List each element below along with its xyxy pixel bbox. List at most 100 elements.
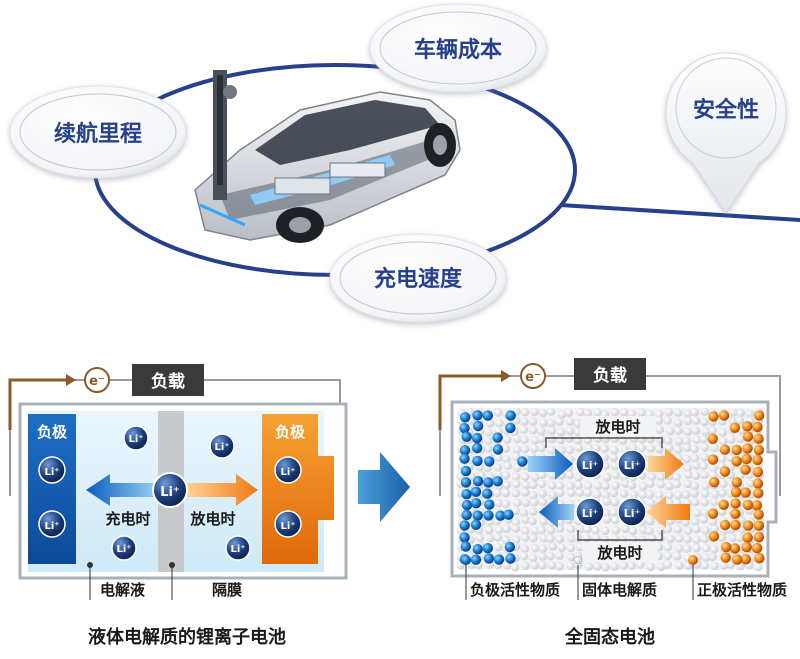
cathode-particle — [742, 431, 754, 442]
solid-battery: e⁻ 负载 放电时 放电时 Li⁺ Li⁺ Li⁺ Li⁺ 负极活性物质 固体电… — [438, 358, 787, 648]
electrolyte-particle — [537, 525, 546, 535]
electrolyte-particle — [611, 526, 621, 535]
cathode-particle — [730, 487, 742, 498]
electrolyte-particle — [646, 479, 655, 488]
electrolyte-particle — [683, 479, 693, 489]
electrolyte-particle — [683, 526, 693, 535]
electrolyte-particle — [512, 535, 521, 544]
electrolyte-particle — [657, 526, 666, 535]
electrolyte-particle — [558, 410, 567, 419]
cathode-particle — [754, 410, 765, 421]
electrolyte-particle — [537, 427, 546, 436]
electrolyte-particle — [675, 534, 684, 543]
electrolyte-particle — [511, 507, 521, 516]
electrolyte-particle — [529, 533, 538, 543]
cathode-particle — [708, 411, 719, 422]
electrolyte-particle — [519, 508, 528, 518]
electrolyte-particle — [547, 419, 556, 428]
anode-particle — [459, 423, 470, 434]
anode-particle — [472, 510, 483, 521]
electrolyte-particle — [708, 426, 717, 435]
electrolyte-particle — [675, 561, 684, 570]
electrolyte-particle — [511, 472, 521, 481]
solid-electron-arrowhead — [501, 370, 511, 382]
cathode-particle — [742, 421, 753, 432]
electrolyte-particle — [594, 434, 603, 443]
anode-particle — [482, 410, 493, 421]
electrolyte-particle — [582, 533, 592, 543]
electrolyte-particle — [627, 409, 637, 418]
electrolyte-particle — [521, 561, 530, 570]
cathode-particle — [753, 488, 764, 499]
electrolyte-particle — [691, 416, 701, 425]
anode-particle — [472, 544, 483, 555]
electrolyte-particle — [557, 543, 566, 552]
li-ion: Li⁺ — [575, 449, 605, 479]
electrolyte-particle — [565, 445, 574, 455]
electrolyte-particle — [690, 489, 699, 498]
electrolyte-particle — [546, 534, 555, 543]
electrolyte-particle — [594, 481, 603, 490]
cathode-particle — [741, 453, 752, 465]
electrolyte-particle — [619, 408, 629, 417]
electrolyte-particle — [656, 534, 665, 543]
anode-particle — [472, 476, 484, 487]
electrolyte-particle — [673, 418, 683, 428]
electrolyte-particle — [692, 525, 701, 534]
electrolyte-particle — [736, 408, 745, 418]
electrolyte-particle — [690, 444, 699, 454]
li-ion: Li⁺ — [617, 497, 647, 527]
electrolyte-particle — [728, 533, 738, 543]
electrolyte-particle — [675, 437, 684, 446]
electrolyte-particle — [674, 408, 683, 417]
cathode-particle — [752, 478, 764, 489]
li-ion-center: Li⁺ — [152, 472, 188, 508]
electrolyte-particle — [556, 428, 566, 437]
anode-particle — [505, 410, 516, 421]
svg-text:Li⁺: Li⁺ — [230, 544, 245, 555]
bubble-range-label: 续航里程 — [54, 121, 142, 147]
electrolyte-particle — [754, 563, 763, 572]
electrolyte-particle — [538, 544, 548, 553]
electrolyte-particle — [520, 408, 530, 417]
cathode-particle — [731, 456, 742, 467]
svg-text:Li⁺: Li⁺ — [128, 434, 143, 445]
electrolyte-particle — [675, 544, 684, 553]
electrolyte-particle — [512, 479, 521, 489]
electrolyte-particle — [665, 491, 674, 500]
liquid-electron-arrowhead — [66, 374, 76, 386]
electrolyte-particle — [573, 419, 582, 428]
electrolyte-particle — [531, 436, 540, 445]
electrolyte-particle — [529, 507, 538, 516]
electrolyte-particle — [684, 470, 693, 479]
electrolyte-particle — [691, 517, 700, 526]
liquid-ion-group: Li⁺ Li⁺ Li⁺ Li⁺ Li⁺ Li⁺ Li⁺ Li⁺ Li⁺ — [38, 425, 302, 561]
electrolyte-particle — [656, 562, 666, 572]
anode-particle — [470, 486, 482, 497]
electrolyte-particle — [609, 508, 618, 517]
electrolyte-particle — [501, 444, 511, 453]
electrolyte-particle — [672, 479, 681, 489]
electrolyte-particle — [486, 534, 495, 543]
anode-particle — [505, 553, 516, 564]
electrolyte-particle — [699, 461, 708, 471]
electrolyte-particle — [729, 408, 738, 417]
li-ion: Li⁺ — [38, 510, 66, 538]
li-ion: Li⁺ — [209, 433, 235, 459]
electrolyte-particle — [566, 543, 576, 553]
electrolyte-particle — [609, 488, 619, 498]
electrolyte-particle — [574, 481, 583, 490]
anode-particle — [484, 456, 495, 467]
electrolyte-particle — [485, 419, 495, 428]
electrolyte-particle — [629, 490, 639, 499]
electrolyte-particle — [501, 471, 511, 480]
electrolyte-particle — [555, 562, 564, 571]
electrolyte-particle — [593, 408, 602, 417]
top-section: 续航里程 车辆成本 充电速度 安全性 — [9, 3, 800, 323]
svg-text:Li⁺: Li⁺ — [624, 507, 641, 520]
electrolyte-particle — [592, 533, 601, 542]
svg-text:Li⁺: Li⁺ — [582, 507, 599, 520]
electrolyte-particle — [673, 525, 683, 534]
electrolyte-particle — [566, 525, 576, 534]
